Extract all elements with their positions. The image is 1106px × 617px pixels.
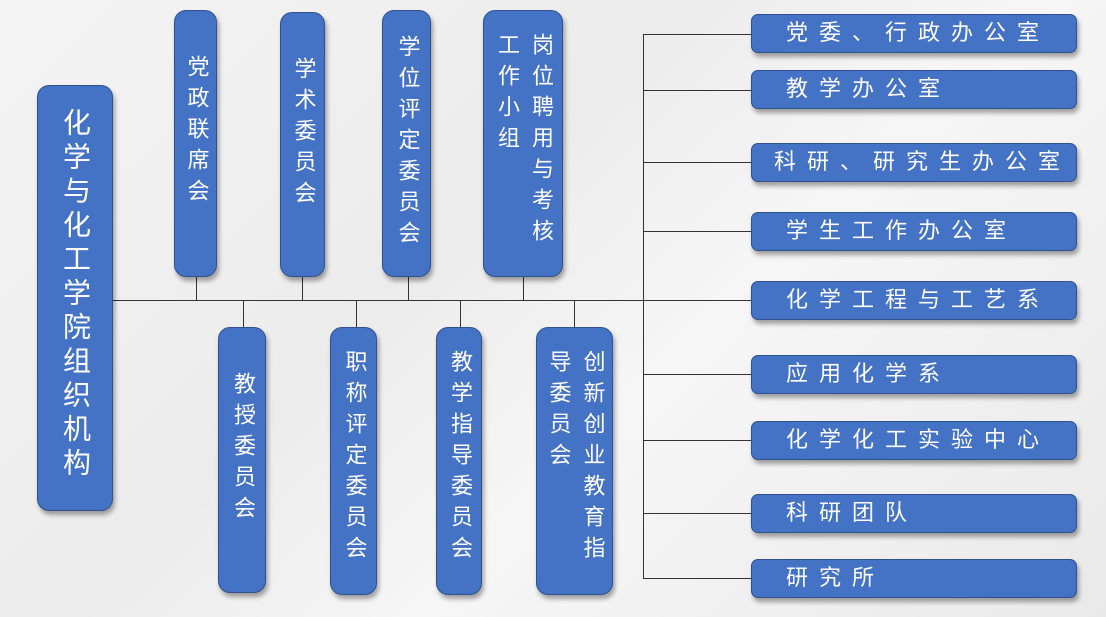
committee-label: 创新创业教育指导委员会 [545, 350, 605, 567]
committee-node: 学位评定委员会 [382, 10, 431, 277]
department-node: 研究所 [751, 559, 1077, 598]
department-node: 科研团队 [751, 494, 1077, 533]
connector [356, 300, 357, 327]
connector [302, 277, 303, 300]
root-label: 化学与化工学院组织机构 [59, 108, 92, 482]
committee-node: 职称评定委员会 [330, 327, 377, 595]
committee-node: 学术委员会 [280, 12, 325, 277]
connector [643, 231, 751, 232]
committee-node: 党政联席会 [174, 10, 217, 277]
connector [643, 300, 751, 301]
connector [196, 277, 197, 300]
committee-node: 教学指导委员会 [436, 327, 482, 595]
connector [643, 374, 751, 375]
committee-label: 教授委员会 [230, 372, 255, 527]
department-trunk-line [643, 34, 644, 579]
committee-node: 教授委员会 [218, 327, 266, 593]
department-node: 教学办公室 [751, 70, 1077, 109]
committee-label: 党政联席会 [183, 55, 209, 210]
committee-label: 教学指导委员会 [447, 350, 472, 567]
connector [408, 277, 409, 300]
connector [574, 300, 575, 327]
connector [643, 34, 751, 35]
root-node: 化学与化工学院组织机构 [37, 85, 113, 511]
connector [643, 513, 751, 514]
department-node: 应用化学系 [751, 355, 1077, 394]
connector [643, 578, 751, 579]
department-node: 党委、行政办公室 [751, 14, 1077, 53]
committee-node: 岗位聘用与考核工作小组 [483, 10, 563, 277]
connector [460, 300, 461, 327]
connector [523, 277, 524, 300]
committee-node: 创新创业教育指导委员会 [536, 327, 613, 595]
committee-label: 职称评定委员会 [341, 350, 367, 567]
department-node: 科研、研究生办公室 [751, 143, 1077, 182]
connector [643, 440, 751, 441]
connector [643, 90, 751, 91]
department-node: 化学工程与工艺系 [751, 281, 1077, 320]
main-horizontal-connector [113, 300, 644, 301]
department-node: 学生工作办公室 [751, 212, 1077, 251]
connector [243, 300, 244, 327]
committee-label: 学位评定委员会 [394, 35, 420, 252]
committee-label: 学术委员会 [290, 57, 316, 212]
committee-label: 岗位聘用与考核工作小组 [494, 33, 553, 250]
department-node: 化学化工实验中心 [751, 421, 1077, 460]
connector [643, 162, 751, 163]
